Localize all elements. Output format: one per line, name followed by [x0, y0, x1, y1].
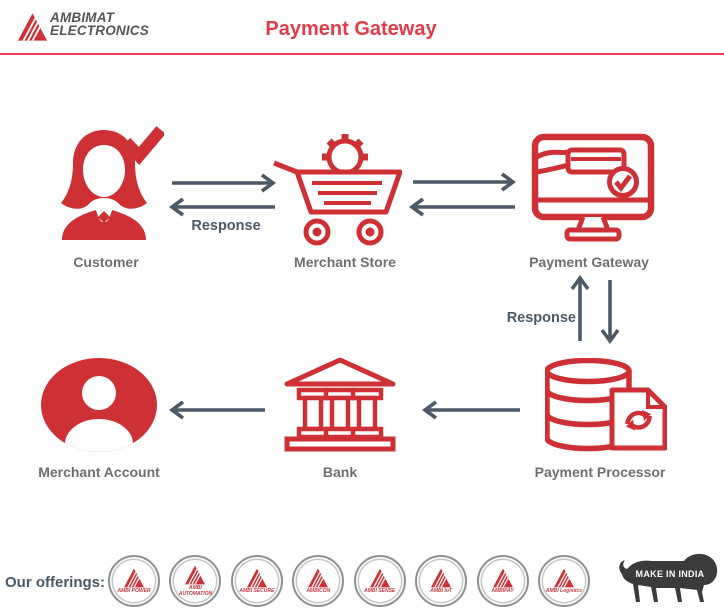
- bank-base: [284, 436, 396, 452]
- arrow-gateway-to-store: [408, 197, 515, 217]
- node-label-customer: Customer: [73, 254, 139, 270]
- make-in-india-logo: MAKE IN INDIA: [619, 553, 718, 602]
- arrow-store-to-customer: [168, 197, 275, 217]
- arrow-bank-to-account: [168, 400, 265, 420]
- checkmark-icon: [121, 126, 164, 166]
- ambimat-mini-logo-icon: [307, 568, 329, 588]
- make-in-india-text: MAKE IN INDIA: [636, 569, 705, 579]
- node-label-payment-gateway: Payment Gateway: [529, 254, 649, 270]
- sync-document-icon: [609, 387, 667, 451]
- offering-badge-ambipay: AMBIPAY: [476, 555, 529, 607]
- arrow-gateway-to-processor: [600, 280, 620, 345]
- hand-line: [535, 149, 569, 160]
- node-label-payment-processor: Payment Processor: [534, 464, 666, 480]
- bank-columns: [296, 387, 384, 440]
- brand-wordmark: AMBIMAT ELECTRONICS: [50, 10, 149, 38]
- avatar: [65, 376, 133, 452]
- offering-badge-ambicon: AMBICON: [292, 555, 345, 607]
- arrow-store-to-gateway: [413, 172, 517, 192]
- node-label-merchant-store: Merchant Store: [294, 254, 396, 270]
- payment-gateway-icon: [531, 133, 655, 242]
- ambimat-logo-icon: [17, 11, 48, 43]
- payment-processor-icon: [545, 358, 667, 452]
- bank-icon: [284, 357, 396, 452]
- offerings-badges: AMBI POWER AMBI AUTOMATION AMBI SECURE A…: [108, 553, 590, 609]
- offering-badge-ambi-power: AMBI POWER: [108, 555, 160, 607]
- brand-line2: ELECTRONICS: [50, 22, 149, 38]
- badge-label: AMBI Logistics: [545, 587, 583, 594]
- ambimat-mini-logo-icon: [553, 568, 575, 588]
- ambimat-mini-logo-icon: [246, 568, 268, 588]
- ambimat-mini-logo-icon: [369, 568, 391, 588]
- credit-card-icon: [565, 147, 627, 175]
- ambimat-mini-logo-icon: [430, 568, 452, 588]
- offerings-label: Our offerings:: [5, 574, 105, 591]
- offering-badge-ambi-logistics: AMBI Logistics: [537, 555, 590, 607]
- badge-label: AMBI SENSE: [364, 587, 396, 594]
- badge-label: AMBICON: [306, 587, 331, 594]
- arrow-processor-to-bank: [421, 400, 520, 420]
- offering-badge-ambi-sense: AMBI SENSE: [353, 555, 406, 607]
- ambimat-mini-logo-icon: [184, 565, 206, 585]
- header-divider: [0, 53, 724, 55]
- page-title: Payment Gateway: [265, 18, 437, 40]
- node-label-bank: Bank: [322, 464, 358, 480]
- offering-badge-ambi-iot: AMBI IoT: [415, 555, 468, 607]
- customer-icon: [61, 126, 164, 240]
- response-label-store-to-customer: Response: [191, 218, 261, 234]
- badge-label: AMBI SECURE: [239, 587, 275, 594]
- badge-label: AMBI AUTOMATION: [178, 584, 213, 597]
- arrow-customer-to-store: [172, 173, 277, 193]
- brand-line1: AMBIMAT: [50, 10, 115, 25]
- response-label-processor-to-gateway: Response: [506, 310, 576, 326]
- node-label-merchant-account: Merchant Account: [38, 464, 160, 480]
- ambimat-mini-logo-icon: [492, 568, 514, 588]
- ambimat-mini-logo-icon: [123, 568, 145, 588]
- gear-icon: [322, 134, 368, 176]
- badge-label: AMBIPAY: [491, 587, 514, 594]
- badge-label: AMBI IoT: [430, 587, 452, 594]
- offering-badge-ambi-automation: AMBI AUTOMATION: [169, 555, 222, 607]
- merchant-store-icon: [273, 134, 402, 246]
- badge-label: AMBI POWER: [117, 587, 151, 594]
- bank-roof: [284, 357, 396, 387]
- merchant-account-icon: [41, 358, 157, 452]
- offering-badge-ambi-secure: AMBI SECURE: [230, 555, 283, 607]
- lion-silhouette: [619, 553, 718, 602]
- cart-icon: [273, 160, 402, 246]
